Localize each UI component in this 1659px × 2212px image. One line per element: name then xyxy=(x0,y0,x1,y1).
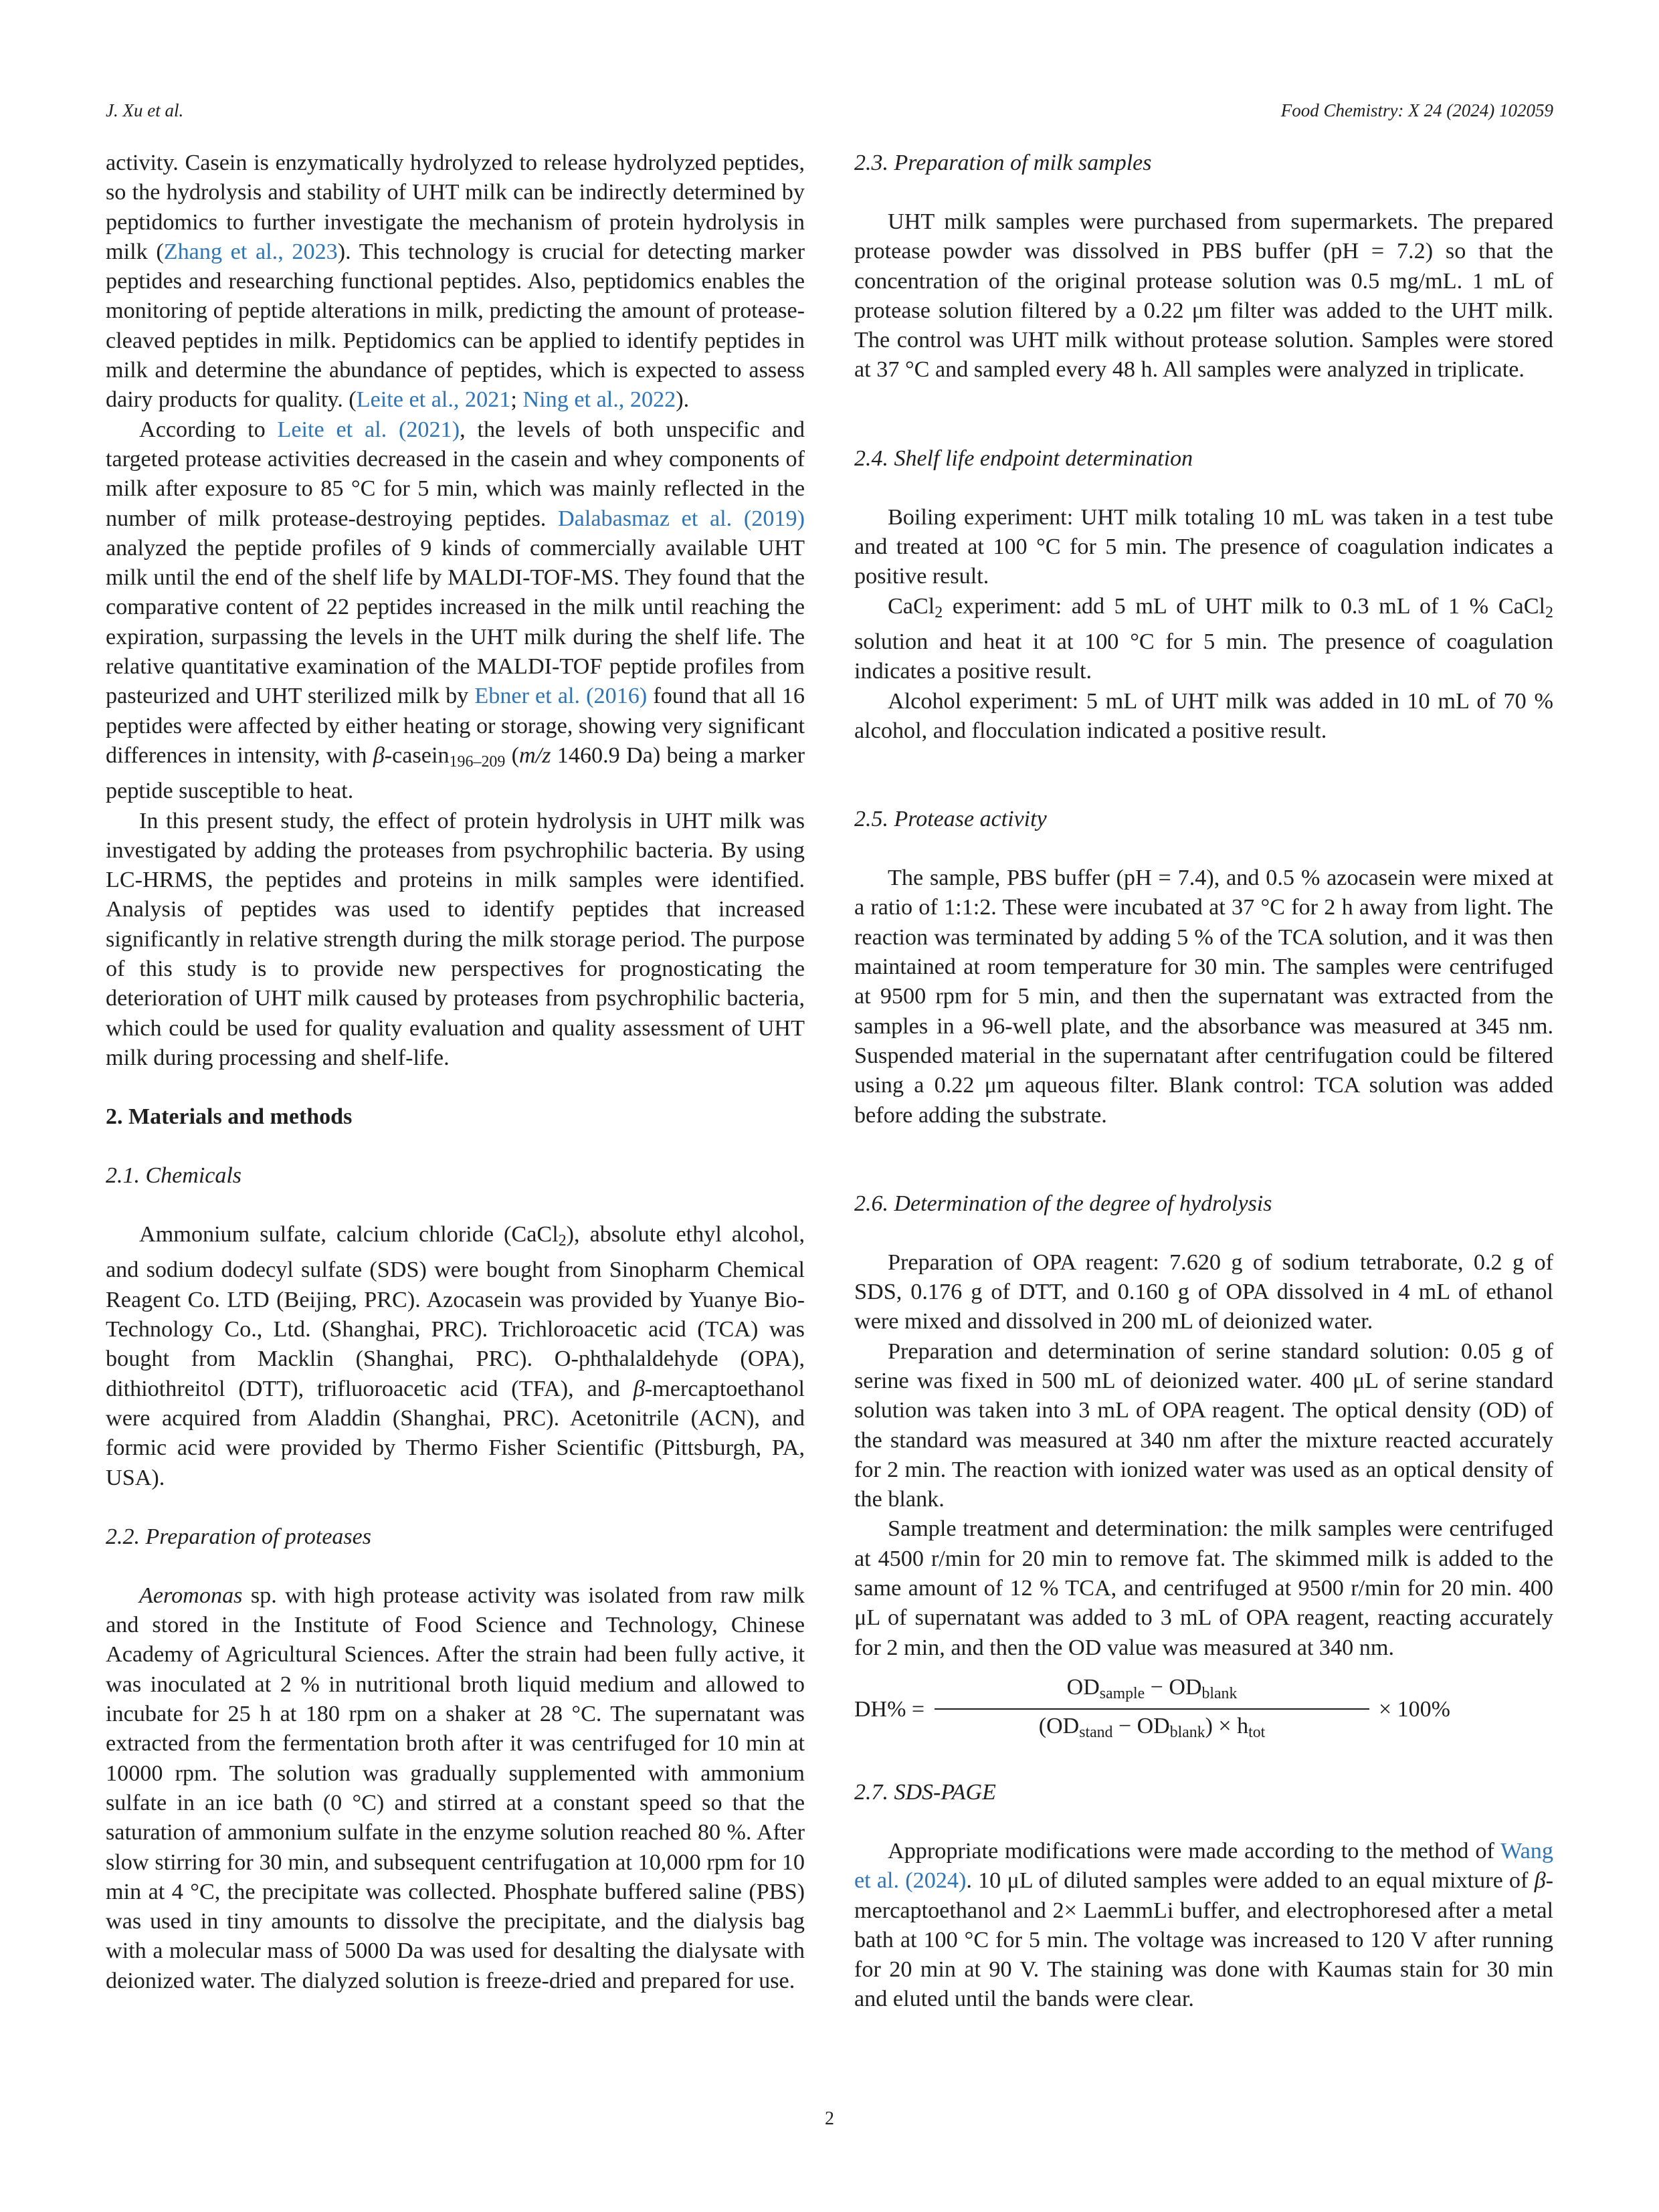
citation-link[interactable]: Zhang et al., 2023 xyxy=(163,239,338,264)
boiling-experiment-paragraph: Boiling experiment: UHT milk totaling 10… xyxy=(854,504,1553,589)
sample-treatment-paragraph: Sample treatment and determination: the … xyxy=(854,1516,1553,1660)
intro-paragraph-1: activity. Casein is enzymatically hydrol… xyxy=(106,150,805,413)
fraction-bar xyxy=(935,1708,1369,1710)
running-header-authors: J. Xu et al. xyxy=(106,100,184,120)
formula-numerator: ODsample − ODblank xyxy=(1066,1674,1238,1702)
protease-activity-paragraph: The sample, PBS buffer (pH = 7.4), and 0… xyxy=(854,866,1553,1128)
subsection-heading-chemicals: 2.1. Chemicals xyxy=(106,1163,242,1189)
right-column: 2.3. Preparation of milk samples UHT mil… xyxy=(854,148,1553,2015)
chemicals-paragraph: Ammonium sulfate, calcium chloride (CaCl… xyxy=(106,1222,805,1490)
citation-link[interactable]: Wang et al. (2024) xyxy=(854,1838,1553,1894)
running-header-journal: Food Chemistry: X 24 (2024) 102059 xyxy=(1280,100,1553,120)
formula-rhs: × 100% xyxy=(1379,1696,1450,1722)
citation-link[interactable]: Leite et al. (2021) xyxy=(277,417,460,442)
sds-page-paragraph: Appropriate modifications were made acco… xyxy=(854,1838,1553,2012)
citation-link[interactable]: Dalabasmaz et al. (2019) xyxy=(557,506,805,531)
citation-link[interactable]: Ebner et al. (2016) xyxy=(474,684,648,709)
serine-standard-paragraph: Preparation and determination of serine … xyxy=(854,1338,1553,1512)
cacl2-experiment-paragraph: CaCl2 experiment: add 5 mL of UHT milk t… xyxy=(854,593,1553,684)
opa-reagent-paragraph: Preparation of OPA reagent: 7.620 g of s… xyxy=(854,1249,1553,1334)
milk-samples-paragraph: UHT milk samples were purchased from sup… xyxy=(854,209,1553,383)
subsection-heading-proteases: 2.2. Preparation of proteases xyxy=(106,1524,371,1549)
formula-fraction: ODsample − ODblank (ODstand − ODblank) ×… xyxy=(935,1675,1369,1742)
formula-lhs: DH% = xyxy=(854,1696,925,1722)
alcohol-experiment-paragraph: Alcohol experiment: 5 mL of UHT milk was… xyxy=(854,688,1553,743)
page-number: 2 xyxy=(825,2108,834,2129)
subsection-heading-degree-hydrolysis: 2.6. Determination of the degree of hydr… xyxy=(854,1191,1272,1216)
section-heading-materials-methods: 2. Materials and methods xyxy=(106,1104,353,1130)
subsection-heading-milk-samples: 2.3. Preparation of milk samples xyxy=(854,150,1152,175)
subsection-heading-sds-page: 2.7. SDS-PAGE xyxy=(854,1779,996,1805)
dh-formula: DH% = ODsample − ODblank (ODstand − ODbl… xyxy=(854,1675,1553,1748)
citation-link[interactable]: Leite et al., 2021 xyxy=(356,387,511,413)
subsection-heading-protease-activity: 2.5. Protease activity xyxy=(854,807,1047,832)
subsection-heading-shelf-life: 2.4. Shelf life endpoint determination xyxy=(854,445,1193,471)
proteases-paragraph: Aeromonas sp. with high protease activit… xyxy=(106,1583,805,1993)
intro-paragraph-3: In this present study, the effect of pro… xyxy=(106,808,805,1070)
intro-paragraph-2: According to Leite et al. (2021), the le… xyxy=(106,417,805,804)
citation-link[interactable]: Ning et al., 2022 xyxy=(522,387,676,413)
left-column: activity. Casein is enzymatically hydrol… xyxy=(106,148,805,1996)
formula-denominator: (ODstand − ODblank) × htot xyxy=(1038,1713,1266,1741)
